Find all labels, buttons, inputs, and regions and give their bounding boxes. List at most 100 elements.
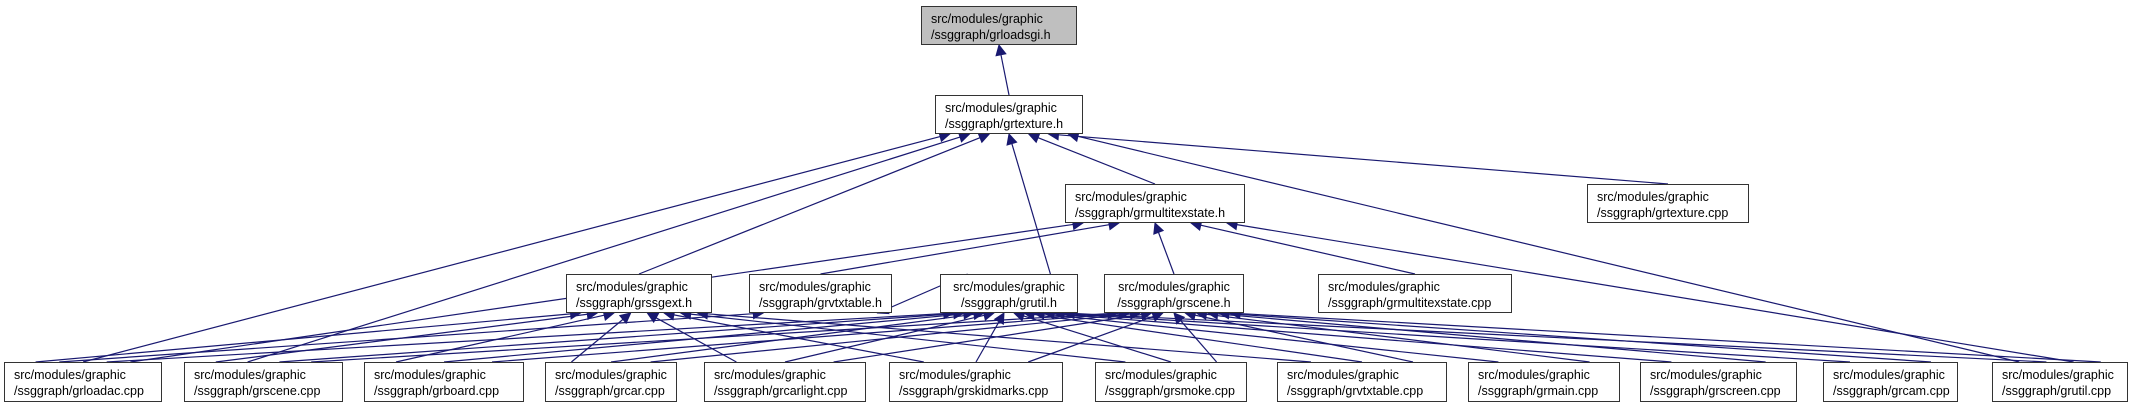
node-label-line1: src/modules/graphic	[1105, 368, 1217, 382]
node-label-line2: /ssggraph/grssgext.h	[576, 296, 693, 310]
node-label-line2: /ssggraph/grcar.cpp	[555, 384, 665, 398]
edge-grcarlight_cpp-to-grscene_h	[833, 313, 1142, 363]
arrowhead-icon	[993, 312, 1005, 325]
node-label-line1: src/modules/graphic	[14, 368, 126, 382]
edge-grsmoke_cpp-to-grscene_h	[1180, 320, 1218, 363]
node-label-line2: /ssggraph/grscreen.cpp	[1650, 384, 1781, 398]
node-label-line2: /ssggraph/grloadac.cpp	[14, 384, 144, 398]
edge-grcam_cpp-to-grscene_h	[1228, 313, 1932, 363]
node-label-line2: /ssggraph/grscene.cpp	[194, 384, 321, 398]
node-label-line2: /ssggraph/grtexture.h	[945, 117, 1064, 131]
edge-grutil_cpp-to-grtexture_h	[1077, 135, 2020, 363]
node-label-line2: /ssggraph/grsmoke.cpp	[1105, 384, 1235, 398]
node-label-line2: /ssggraph/grcam.cpp	[1833, 384, 1950, 398]
edge-grloadac_cpp-to-grutil_h	[106, 312, 944, 363]
node-grmain-cpp[interactable]: src/modules/graphic /ssggraph/grmain.cpp	[1468, 362, 1620, 402]
edge-grtexture_cpp-to-grtexture_h	[1058, 134, 1669, 185]
node-label-line1: src/modules/graphic	[374, 368, 486, 382]
node-label-line1: src/modules/graphic	[1287, 368, 1399, 382]
node-label-line2: /ssggraph/grskidmarks.cpp	[899, 384, 1049, 398]
node-grboard-cpp[interactable]: src/modules/graphic /ssggraph/grboard.cp…	[364, 362, 524, 402]
node-label-line2: /ssggraph/grvtxtable.h	[759, 296, 882, 310]
node-grcar-cpp[interactable]: src/modules/graphic /ssggraph/grcar.cpp	[545, 362, 677, 402]
arrowhead-icon	[977, 132, 991, 144]
node-label-line1: src/modules/graphic	[931, 12, 1043, 26]
arrowhead-icon	[1006, 132, 1018, 146]
node-label-line1: src/modules/graphic	[576, 280, 688, 294]
node-label-line2: /ssggraph/grvtxtable.cpp	[1287, 384, 1424, 398]
edge-grtexture_h-to-grloadsgi_h	[1000, 54, 1010, 96]
arrowhead-icon	[646, 312, 660, 324]
node-label-line2: /ssggraph/grscene.h	[1117, 296, 1231, 310]
node-label-line2: /ssggraph/grmain.cpp	[1478, 384, 1599, 398]
node-label-line1: src/modules/graphic	[2002, 368, 2114, 382]
node-label-line1: src/modules/graphic	[1833, 368, 1945, 382]
node-grcarlight-cpp[interactable]: src/modules/graphic /ssggraph/grcarlight…	[704, 362, 866, 402]
node-label-line1: src/modules/graphic	[953, 280, 1065, 294]
arrowhead-icon	[1027, 132, 1041, 144]
node-grutil-h[interactable]: src/modules/graphic /ssggraph/grutil.h	[940, 274, 1078, 313]
node-label-line1: src/modules/graphic	[1328, 280, 1440, 294]
node-grsmoke-cpp[interactable]: src/modules/graphic /ssggraph/grsmoke.cp…	[1095, 362, 1247, 402]
edge-grmain_cpp-to-grscene_h	[1206, 313, 1590, 363]
node-label-line1: src/modules/graphic	[899, 368, 1011, 382]
node-label-line2: /ssggraph/grcarlight.cpp	[714, 384, 848, 398]
node-label-line1: src/modules/graphic	[1597, 190, 1709, 204]
node-label-line1: src/modules/graphic	[945, 101, 1057, 115]
edge-grboard_cpp-to-grscene_h	[491, 313, 1120, 363]
node-grtexture-cpp[interactable]: src/modules/graphic /ssggraph/grtexture.…	[1587, 184, 1749, 223]
node-grskidmarks-cpp[interactable]: src/modules/graphic /ssggraph/grskidmark…	[889, 362, 1063, 402]
node-grssgext-h[interactable]: src/modules/graphic /ssggraph/grssgext.h	[566, 274, 712, 313]
edge-grscene_h-to-grmultitexstate_h	[1157, 232, 1175, 275]
edge-grsmoke_cpp-to-grssgext_h	[690, 313, 1126, 363]
node-grvtxtable-cpp[interactable]: src/modules/graphic /ssggraph/grvtxtable…	[1277, 362, 1447, 402]
node-label-line2: /ssggraph/grmultitexstate.cpp	[1328, 296, 1492, 310]
node-grmultitexstate-cpp[interactable]: src/modules/graphic /ssggraph/grmultitex…	[1318, 274, 1512, 313]
edge-grutil_cpp-to-grutil_h	[1074, 312, 2047, 363]
edge-grutil_cpp-to-grmultitexstate_h	[1236, 224, 2074, 363]
node-grcam-cpp[interactable]: src/modules/graphic /ssggraph/grcam.cpp	[1823, 362, 1958, 402]
edge-grsmoke_cpp-to-grutil_h	[1023, 315, 1172, 363]
edge-grcam_cpp-to-grutil_h	[1064, 313, 1851, 363]
arrowhead-icon	[1173, 312, 1186, 325]
edge-grvtxtable_h-to-grmultitexstate_h	[820, 224, 1110, 275]
node-grscene-cpp[interactable]: src/modules/graphic /ssggraph/grscene.cp…	[184, 362, 343, 402]
edge-grscene_cpp-to-grtexture_h	[247, 136, 961, 363]
node-label-line1: src/modules/graphic	[759, 280, 871, 294]
edge-grskidmarks_cpp-to-grscene_h	[1027, 315, 1154, 363]
edge-grskidmarks_cpp-to-grutil_h	[975, 321, 1000, 363]
edge-grloadac_cpp-to-grvtxtable_h	[59, 313, 754, 363]
edge-grscene_cpp-to-grscene_h	[311, 313, 1109, 363]
node-label-line1: src/modules/graphic	[1118, 280, 1230, 294]
edge-grutil_h-to-grtexture_h	[1011, 143, 1051, 275]
arrowhead-icon	[1153, 221, 1165, 235]
node-grvtxtable-h[interactable]: src/modules/graphic /ssggraph/grvtxtable…	[749, 274, 892, 313]
node-label-line2: /ssggraph/grutil.h	[961, 296, 1057, 310]
node-label-line2: /ssggraph/grloadsgi.h	[931, 28, 1051, 42]
node-grloadac-cpp[interactable]: src/modules/graphic /ssggraph/grloadac.c…	[4, 362, 162, 402]
edge-grmain_cpp-to-grutil_h	[1043, 313, 1499, 363]
edge-grscreen_cpp-to-grutil_h	[1054, 313, 1672, 363]
node-grutil-cpp[interactable]: src/modules/graphic /ssggraph/grutil.cpp	[1992, 362, 2128, 402]
edge-grloadac_cpp-to-grtexture_h	[82, 135, 941, 363]
node-label-line1: src/modules/graphic	[714, 368, 826, 382]
edge-grcar_cpp-to-grutil_h	[610, 313, 975, 363]
node-label-line1: src/modules/graphic	[1075, 190, 1187, 204]
edge-grscreen_cpp-to-grscene_h	[1217, 313, 1766, 363]
node-label-line1: src/modules/graphic	[555, 368, 667, 382]
node-grscreen-cpp[interactable]: src/modules/graphic /ssggraph/grscreen.c…	[1640, 362, 1797, 402]
edge-grssgext_h-to-grtexture_h	[638, 137, 981, 275]
node-label-line2: /ssggraph/grutil.cpp	[2002, 384, 2112, 398]
edge-grloadac_cpp-to-grssgext_h	[35, 313, 571, 363]
node-grmultitexstate-h[interactable]: src/modules/graphic /ssggraph/grmultitex…	[1065, 184, 1245, 223]
edge-grutil_cpp-to-grscene_h	[1239, 312, 2101, 363]
node-grloadsgi-h: src/modules/graphic /ssggraph/grloadsgi.…	[921, 6, 1077, 45]
edge-grmultitexstate_h-to-grtexture_h	[1037, 137, 1156, 185]
edge-grvtxtable_cpp-to-grscene_h	[1194, 314, 1414, 363]
node-grtexture-h[interactable]: src/modules/graphic /ssggraph/grtexture.…	[935, 95, 1083, 134]
edge-grcar_cpp-to-grscene_h	[650, 313, 1131, 363]
node-label-line1: src/modules/graphic	[1478, 368, 1590, 382]
edge-grmultitexstate_cpp-to-grmultitexstate_h	[1200, 224, 1416, 275]
node-grscene-h[interactable]: src/modules/graphic /ssggraph/grscene.h	[1104, 274, 1244, 313]
